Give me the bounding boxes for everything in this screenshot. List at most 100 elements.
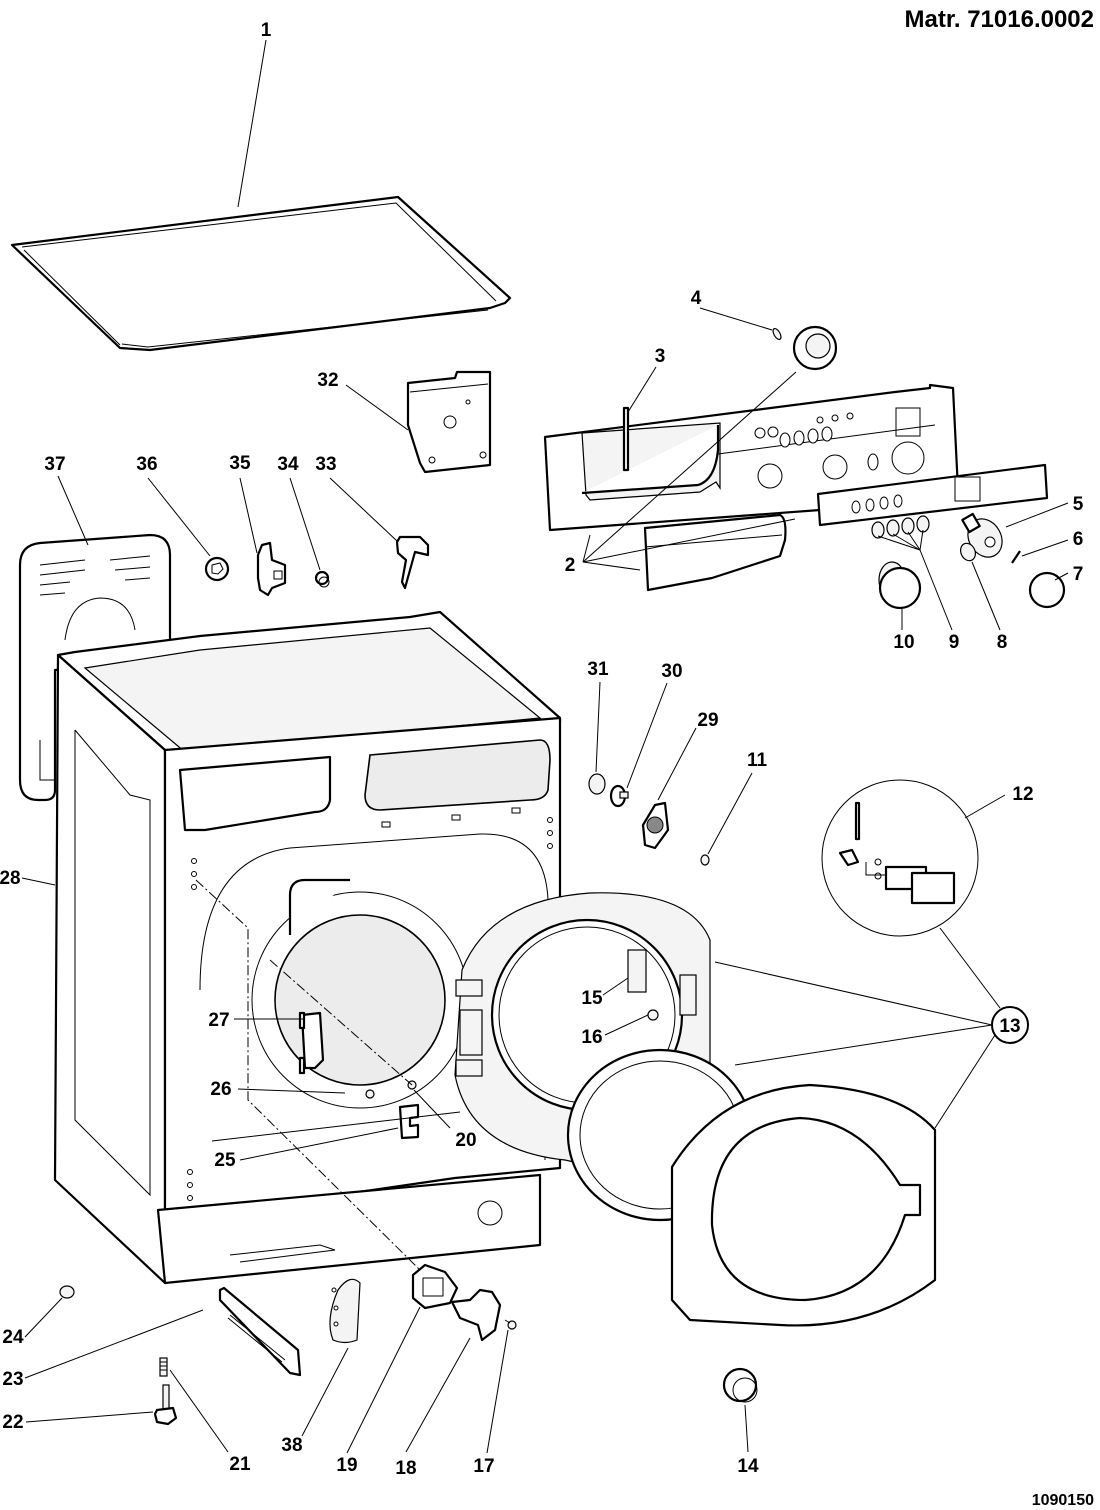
part-display-strip[interactable] <box>816 463 1049 527</box>
part-nut-36[interactable] <box>204 556 230 582</box>
leader-13c <box>934 1034 996 1129</box>
callout-12: 12 <box>1012 784 1033 805</box>
part-clip[interactable] <box>395 535 430 590</box>
callout-17: 17 <box>473 1456 494 1477</box>
leader-30 <box>626 682 668 789</box>
leader-17 <box>486 1329 509 1454</box>
part-cable-clamp[interactable] <box>256 541 287 597</box>
leader-21 <box>169 1369 229 1453</box>
callout-35: 35 <box>229 453 251 474</box>
part-detergent-drawer-front[interactable] <box>643 513 787 592</box>
callout-36: 36 <box>136 454 157 475</box>
callout-26: 26 <box>210 1079 231 1100</box>
part-nut-24[interactable] <box>59 1285 75 1299</box>
part-door-lock-kit[interactable] <box>821 779 979 937</box>
part-bushing-30[interactable] <box>609 784 629 808</box>
leader-1 <box>237 39 267 208</box>
callout-8: 8 <box>997 632 1008 653</box>
callout-14: 14 <box>737 1456 759 1477</box>
leader-22 <box>25 1411 154 1423</box>
leader-3 <box>627 366 657 413</box>
callout-5: 5 <box>1073 494 1084 515</box>
part-knob-cap[interactable] <box>1028 571 1066 609</box>
part-washer-31[interactable] <box>588 773 606 795</box>
callout-33: 33 <box>315 454 336 475</box>
part-cap-14[interactable] <box>722 1367 758 1403</box>
leader-12 <box>964 794 1006 819</box>
part-plug[interactable] <box>314 570 330 588</box>
leader-5 <box>1005 502 1069 528</box>
leader-9e <box>919 549 953 631</box>
callout-16: 16 <box>581 1027 602 1048</box>
leader-14 <box>744 1404 749 1453</box>
callout-27: 27 <box>208 1010 229 1031</box>
part-screw-6[interactable] <box>1011 550 1021 564</box>
leader-26 <box>237 1088 346 1094</box>
leader-13a <box>714 961 993 1026</box>
part-washer-11[interactable] <box>700 854 710 866</box>
leader-31 <box>595 681 601 773</box>
leader-20 <box>413 1089 451 1129</box>
part-ring-knob[interactable] <box>792 325 838 371</box>
leader-25 <box>239 1127 399 1161</box>
callout-18: 18 <box>395 1458 416 1479</box>
callout-22: 22 <box>2 1412 23 1433</box>
leader-23 <box>24 1309 204 1379</box>
callout-11: 11 <box>747 750 768 771</box>
leader-35 <box>239 477 258 554</box>
leader-2b <box>582 371 797 563</box>
leader-9a <box>877 535 921 551</box>
callout-1: 1 <box>261 20 272 41</box>
leader-25b <box>211 1111 461 1142</box>
part-screw-20[interactable] <box>365 1080 417 1099</box>
part-door-interlock[interactable] <box>411 1263 459 1310</box>
part-door-hinge[interactable] <box>298 1011 325 1075</box>
part-support-bracket[interactable] <box>218 1286 302 1377</box>
leader-34 <box>289 477 321 571</box>
callout-6: 6 <box>1073 529 1084 550</box>
callout-9: 9 <box>949 632 960 653</box>
part-mounting-bracket[interactable] <box>406 370 492 474</box>
leader-36 <box>147 477 211 557</box>
part-timer-knob-assembly[interactable] <box>961 512 1009 564</box>
part-porthole-plate[interactable] <box>641 801 670 850</box>
leader-6 <box>1021 539 1069 557</box>
callout-29: 29 <box>697 710 718 731</box>
guide-20 <box>269 959 413 1086</box>
part-rear-panel[interactable] <box>18 533 172 802</box>
part-cam-plate[interactable] <box>329 1278 361 1344</box>
leader-24 <box>24 1297 63 1338</box>
part-spring[interactable] <box>159 1357 168 1377</box>
callout-15: 15 <box>581 988 603 1009</box>
part-strike-plate[interactable] <box>398 1103 420 1140</box>
leader-2c <box>582 561 641 571</box>
leader-7 <box>1054 572 1069 581</box>
callout-3: 3 <box>655 346 666 367</box>
part-knob-indicator[interactable] <box>958 541 978 563</box>
document-number: 1090150 <box>1032 1492 1094 1509</box>
leader-19 <box>346 1306 421 1454</box>
callout-32: 32 <box>317 370 338 391</box>
part-push-buttons[interactable] <box>871 515 930 539</box>
callout-7: 7 <box>1073 564 1084 585</box>
leader-37 <box>57 475 89 546</box>
part-light-guide-rod[interactable] <box>622 406 630 472</box>
callout-34: 34 <box>277 454 299 475</box>
leader-8 <box>971 561 1001 631</box>
part-hinge-bracket[interactable] <box>450 1288 502 1342</box>
callout-20: 20 <box>455 1130 476 1151</box>
leader-9c <box>907 531 921 551</box>
part-selector-knob[interactable] <box>878 561 922 610</box>
leader-4 <box>699 307 773 331</box>
part-front-panel-label[interactable] <box>237 1088 346 1094</box>
part-small-pin[interactable] <box>771 327 782 341</box>
part-door-outer-frame[interactable] <box>670 1083 937 1327</box>
callout-30: 30 <box>661 661 682 682</box>
part-screw-17[interactable] <box>504 1319 517 1330</box>
leader-13d <box>939 927 1001 1009</box>
part-adjustable-foot[interactable] <box>153 1384 178 1426</box>
callout-28: 28 <box>0 868 21 889</box>
material-number: Matr. 71016.0002 <box>905 6 1094 33</box>
part-top-cover[interactable] <box>10 195 512 352</box>
callout-31: 31 <box>587 659 609 680</box>
